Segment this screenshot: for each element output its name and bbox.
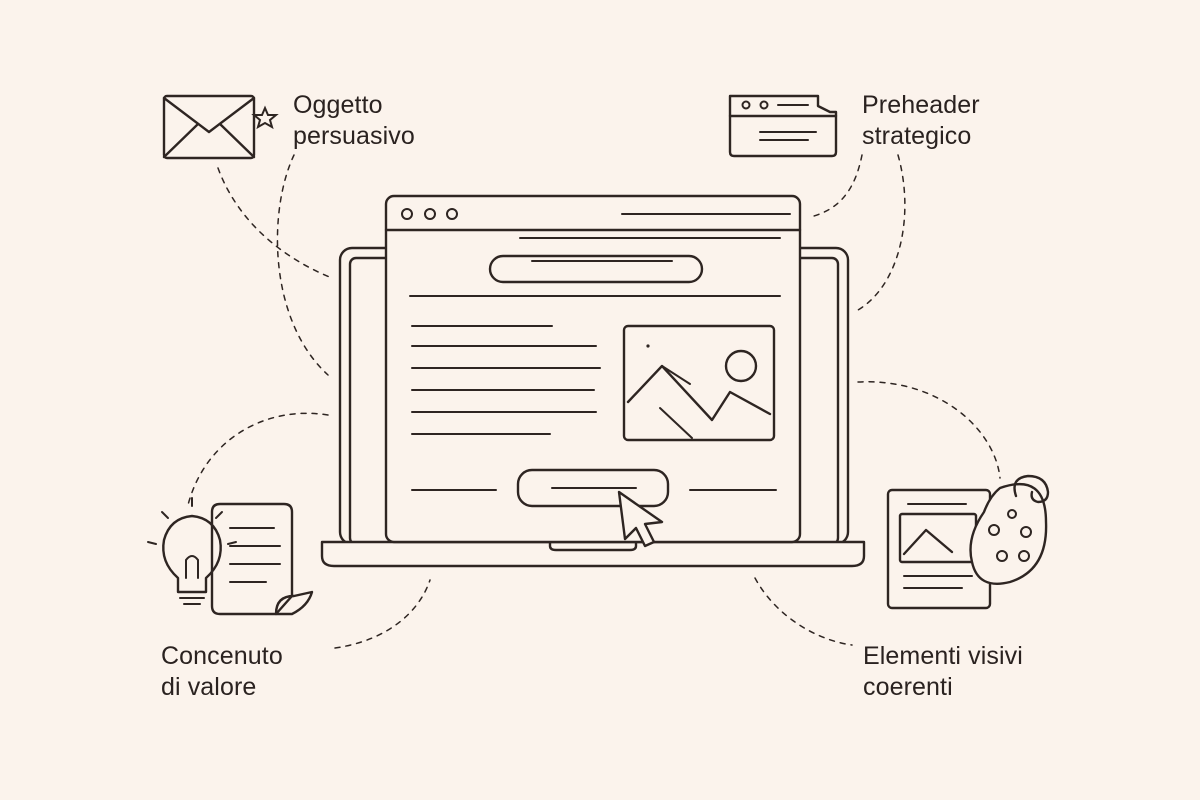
label-subject-line1: Oggetto: [293, 91, 383, 119]
window-dot-1: [401, 208, 413, 220]
label-visuals: Elementi visivi coerenti: [863, 641, 1023, 703]
label-visuals-line2: coerenti: [863, 673, 953, 701]
preheader-window-icon: [728, 94, 838, 158]
label-subject-line2: persuasivo: [293, 122, 415, 150]
lightbulb-icon: [147, 497, 237, 605]
label-content-line1: Concenuto: [161, 642, 283, 670]
star-icon: [251, 105, 279, 130]
connector-preheader-left: [813, 154, 863, 217]
label-subject: Oggetto persuasivo: [293, 90, 415, 152]
connector-subject-left: [217, 167, 333, 279]
connector-preheader-right: [857, 154, 906, 311]
label-preheader-line1: Preheader: [862, 91, 980, 119]
label-preheader: Preheader strategico: [862, 90, 980, 152]
connector-visuals-top: [857, 381, 1001, 479]
label-content-line2: di valore: [161, 673, 257, 701]
laptop-illustration: [320, 194, 866, 568]
image-placeholder-icon: [622, 324, 776, 442]
label-preheader-line2: strategico: [862, 122, 972, 150]
document-icon: [210, 502, 314, 616]
label-visuals-line1: Elementi visivi: [863, 642, 1023, 670]
palette-icon: [969, 474, 1050, 585]
connector-visuals-bottom: [754, 577, 853, 646]
subject-pill: [488, 254, 704, 284]
laptop-base: [320, 540, 866, 568]
cursor-icon: [617, 490, 664, 548]
connector-subject-right: [276, 154, 329, 376]
connector-content-top: [187, 412, 329, 506]
connector-lines: [187, 154, 1001, 649]
label-content: Concenuto di valore: [161, 641, 283, 703]
envelope-icon: [162, 94, 256, 160]
window-dot-3: [446, 208, 458, 220]
cta-button: [516, 468, 670, 508]
laptop-notch: [548, 540, 638, 552]
window-dot-2: [424, 208, 436, 220]
connector-content-bottom: [334, 579, 431, 649]
